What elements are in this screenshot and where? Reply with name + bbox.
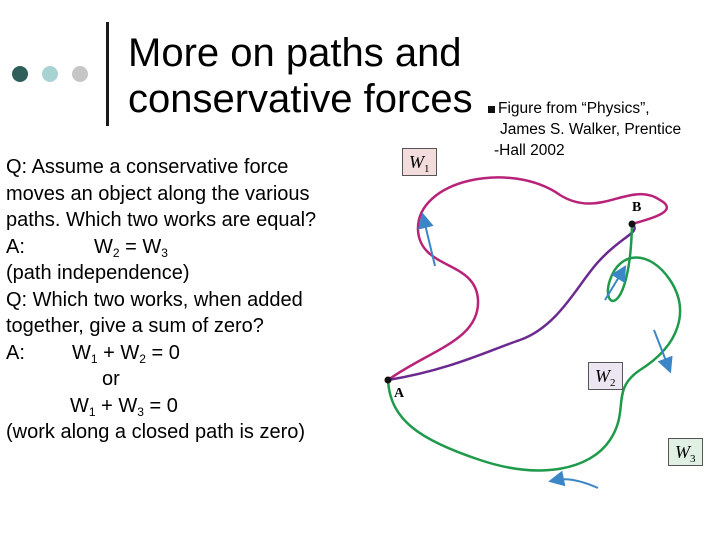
w3-label: W3: [668, 438, 703, 466]
answer-2-plus: + W: [97, 341, 140, 364]
path-w3: [386, 223, 682, 472]
answer-2b-plus: + W: [95, 394, 138, 417]
answer-2b-eq: = 0: [143, 394, 178, 417]
arrow-w2: [604, 265, 627, 301]
w2-label-text: W: [595, 366, 610, 386]
w3-label-sub: 3: [690, 453, 696, 465]
figure-credit: Figure from “Physics”, James S. Walker, …: [488, 98, 720, 161]
title-line-1: More on paths and: [128, 31, 462, 75]
answer-2-or: or: [102, 368, 120, 390]
answer-2b-sub-1: 1: [88, 404, 96, 419]
paths-svg: [384, 176, 682, 489]
answer-1-prefix: A:: [6, 235, 25, 258]
w2-label: W2: [588, 362, 623, 390]
question-2-line-1: Q: Which two works, when added: [6, 288, 303, 311]
answer-1-note: (path independence): [6, 262, 190, 284]
answer-1-w: W: [94, 235, 113, 258]
slide-title: More on paths and conservative forces: [128, 30, 473, 122]
w1-label: W1: [402, 148, 437, 176]
point-a-marker: [384, 376, 392, 384]
title-divider: [106, 22, 109, 126]
point-a-label: A: [394, 386, 405, 401]
answer-1-sub-2: 3: [161, 245, 168, 260]
point-b-marker: [628, 220, 636, 228]
answer-2-eq: = 0: [145, 341, 180, 364]
w3-label-text: W: [675, 442, 690, 462]
qa-text: Q: Assume a conservative force moves an …: [6, 154, 396, 446]
answer-1-sub-1: 2: [112, 245, 120, 260]
answer-1-eq: = W: [119, 235, 162, 258]
arrow-w1: [418, 212, 436, 267]
point-b-label: B: [632, 200, 642, 215]
arrow-w3-bottom: [548, 470, 599, 489]
answer-2-note: (work along a closed path is zero): [6, 421, 306, 443]
question-1-line-3: paths. Which two works are equal?: [6, 209, 317, 231]
answer-2b-w1: W: [70, 394, 89, 417]
credit-line-2: James S. Walker, Prentice: [500, 121, 682, 138]
arrow-w3-right: [653, 329, 673, 374]
paths-diagram: W1 W2 W3 A B: [360, 140, 720, 540]
dot-teal: [42, 66, 58, 82]
decorative-dots: [12, 66, 96, 82]
question-2-line-2: together, give a sum of zero?: [6, 315, 264, 337]
credit-line-3: -Hall 2002: [494, 142, 565, 159]
answer-2b-sub-2: 3: [137, 404, 144, 419]
answer-2: A: W1 + W2 = 0: [6, 340, 396, 367]
answer-2-prefix: A:: [6, 341, 25, 364]
w1-label-text: W: [409, 152, 424, 172]
answer-2-sub-2: 2: [139, 351, 146, 366]
dot-dark: [12, 66, 28, 82]
question-1-line-2: moves an object along the various: [6, 182, 310, 205]
answer-2-w1: W: [72, 341, 91, 364]
question-1-line-1: Q: Assume a conservative force: [6, 156, 289, 178]
answer-2-sub-1: 1: [90, 351, 98, 366]
credit-line-1: Figure from “Physics”,: [498, 100, 650, 117]
answer-1: A: W2 = W3: [6, 234, 396, 261]
credit-bullet: [488, 106, 495, 113]
path-w2: [387, 223, 636, 382]
title-line-2: conservative forces: [128, 77, 473, 121]
answer-2b: W1 + W3 = 0: [6, 393, 396, 420]
path-w1: [387, 176, 669, 382]
dot-gray: [72, 66, 88, 82]
w2-label-sub: 2: [610, 377, 616, 389]
w1-label-sub: 1: [424, 163, 430, 175]
